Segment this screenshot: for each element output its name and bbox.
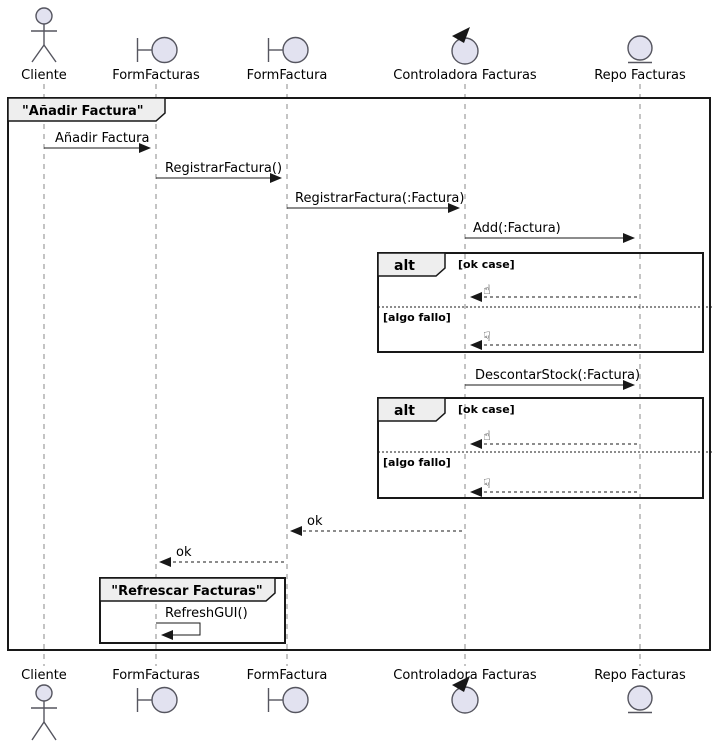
message-labels: Añadir Factura RegistrarFactura() Regist… bbox=[55, 131, 640, 383]
thumb-up-icon: ☝ bbox=[483, 429, 491, 444]
boundary-icon bbox=[267, 36, 309, 64]
participant-label: FormFactura bbox=[247, 68, 328, 83]
participant-icons-bottom bbox=[31, 676, 653, 741]
participant-label: FormFactura bbox=[247, 668, 328, 683]
ok-returns: ok ok bbox=[159, 514, 462, 567]
alt-frame-1: alt [ok case] ☝ [algo fallo] ☟ bbox=[377, 252, 714, 353]
participant-label: Repo Facturas bbox=[594, 68, 686, 83]
guard-fail: [algo fallo] bbox=[383, 456, 451, 469]
message-label: DescontarStock(:Factura) bbox=[475, 368, 640, 383]
frame-title: "Añadir Factura" bbox=[22, 104, 144, 119]
frame-refrescar-facturas: "Refrescar Facturas" RefreshGUI() bbox=[99, 577, 286, 644]
guard-ok: [ok case] bbox=[458, 258, 515, 271]
frame-anadir-factura: "Añadir Factura" bbox=[7, 97, 711, 651]
guard-ok: [ok case] bbox=[458, 403, 515, 416]
participant-label: Repo Facturas bbox=[594, 668, 686, 683]
alt-label-tab bbox=[377, 252, 446, 277]
participant-label: Cliente bbox=[21, 668, 67, 683]
participant-labels-top: Cliente FormFacturas FormFactura Control… bbox=[21, 68, 686, 83]
guard-fail: [algo fallo] bbox=[383, 311, 451, 324]
alt-label: alt bbox=[394, 258, 415, 274]
self-message-arrow-refreshgui bbox=[156, 622, 201, 640]
alt-frame-2: alt [ok case] ☝ [algo fallo] ☟ bbox=[377, 397, 714, 499]
actor-icon bbox=[31, 7, 57, 63]
message-label: Add(:Factura) bbox=[473, 221, 561, 236]
frame-title-tab bbox=[99, 577, 276, 602]
lifelines bbox=[43, 84, 641, 666]
frame-title-tab bbox=[7, 97, 166, 122]
boundary-icon bbox=[136, 36, 178, 64]
message-label: Añadir Factura bbox=[55, 131, 150, 146]
boundary-icon bbox=[267, 686, 309, 714]
control-icon bbox=[451, 27, 479, 65]
messages bbox=[44, 143, 635, 390]
participant-icons-top bbox=[31, 7, 653, 65]
entity-icon bbox=[627, 35, 653, 64]
participant-label: FormFacturas bbox=[112, 68, 200, 83]
thumb-up-icon: ☝ bbox=[483, 283, 491, 298]
participant-label: Controladora Facturas bbox=[393, 668, 537, 683]
actor-icon bbox=[31, 684, 57, 741]
frame-title: "Refrescar Facturas" bbox=[111, 584, 262, 599]
alt-label: alt bbox=[394, 403, 415, 419]
participant-label: Cliente bbox=[21, 68, 67, 83]
entity-icon bbox=[627, 685, 653, 714]
return-label-ok: ok bbox=[176, 545, 192, 560]
thumb-down-icon: ☟ bbox=[483, 330, 491, 345]
return-label-ok: ok bbox=[307, 514, 323, 529]
boundary-icon bbox=[136, 686, 178, 714]
control-icon bbox=[451, 676, 479, 714]
alt-label-tab bbox=[377, 397, 446, 422]
message-label: RefreshGUI() bbox=[165, 606, 248, 621]
message-label: RegistrarFactura(:Factura) bbox=[295, 191, 464, 206]
participant-labels-bottom: Cliente FormFacturas FormFactura Control… bbox=[21, 668, 686, 683]
message-label: RegistrarFactura() bbox=[165, 161, 282, 176]
thumb-down-icon: ☟ bbox=[483, 477, 491, 492]
participant-label: FormFacturas bbox=[112, 668, 200, 683]
participant-label: Controladora Facturas bbox=[393, 68, 537, 83]
